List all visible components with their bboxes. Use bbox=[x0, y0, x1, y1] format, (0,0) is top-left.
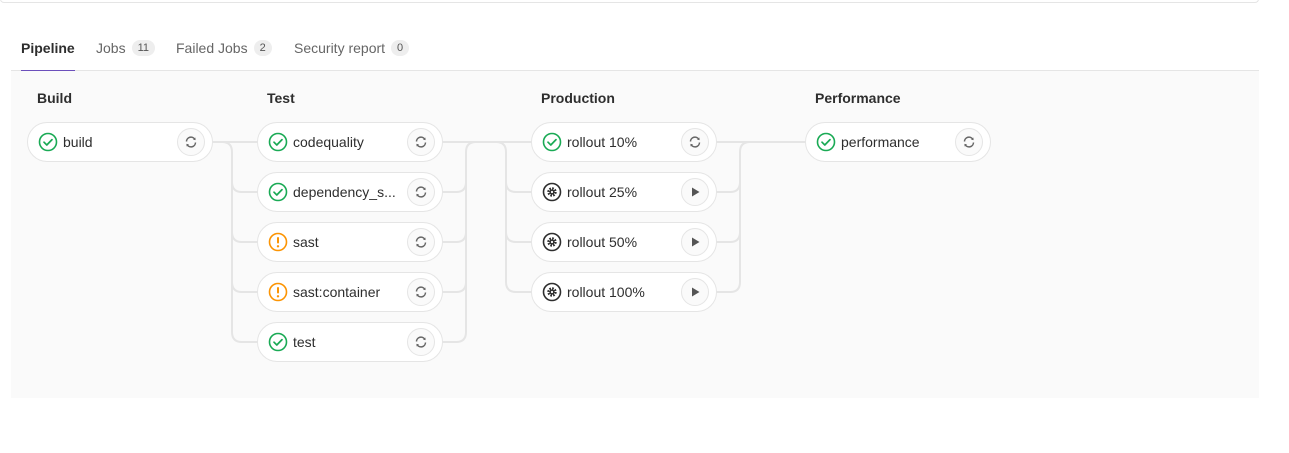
retry-icon bbox=[415, 336, 427, 348]
job-rollout-25[interactable]: rollout 25% bbox=[531, 172, 717, 212]
stage-title-test: Test bbox=[267, 90, 295, 106]
job-name: sast bbox=[293, 234, 319, 250]
job-name: dependency_s... bbox=[293, 184, 396, 200]
job-build[interactable]: build bbox=[27, 122, 213, 162]
tab-label: Security report bbox=[294, 39, 386, 56]
tab-pipeline[interactable]: Pipeline bbox=[21, 24, 75, 72]
retry-icon bbox=[415, 136, 427, 148]
retry-icon bbox=[415, 286, 427, 298]
job-name: performance bbox=[841, 134, 920, 150]
tab-failed-jobs[interactable]: Failed Jobs 2 bbox=[176, 24, 272, 71]
job-name: rollout 50% bbox=[567, 234, 638, 250]
job-name: test bbox=[293, 334, 316, 350]
tab-label: Pipeline bbox=[21, 39, 75, 56]
play-icon bbox=[692, 287, 700, 297]
job-name: codequality bbox=[293, 134, 364, 150]
status-success-icon bbox=[816, 132, 836, 152]
job-rollout-10[interactable]: rollout 10% bbox=[531, 122, 717, 162]
retry-icon bbox=[689, 136, 701, 148]
retry-button[interactable] bbox=[681, 128, 709, 156]
status-success-icon bbox=[542, 132, 562, 152]
retry-button[interactable] bbox=[407, 128, 435, 156]
job-name: rollout 100% bbox=[567, 284, 645, 300]
retry-icon bbox=[185, 136, 197, 148]
retry-button[interactable] bbox=[955, 128, 983, 156]
status-manual-gear-icon bbox=[542, 182, 562, 202]
status-success-icon bbox=[268, 332, 288, 352]
stage-title-build: Build bbox=[37, 90, 72, 106]
tab-label: Jobs bbox=[96, 39, 126, 56]
play-button[interactable] bbox=[681, 178, 709, 206]
pipeline-tabs: Pipeline Jobs 11 Failed Jobs 2 Security … bbox=[11, 24, 1259, 72]
job-rollout-50[interactable]: rollout 50% bbox=[531, 222, 717, 262]
top-panel-edge bbox=[0, 0, 1259, 3]
play-button[interactable] bbox=[681, 228, 709, 256]
play-icon bbox=[692, 187, 700, 197]
status-manual-gear-icon bbox=[542, 282, 562, 302]
count-badge: 11 bbox=[131, 39, 155, 56]
retry-button[interactable] bbox=[407, 228, 435, 256]
job-name: rollout 10% bbox=[567, 134, 638, 150]
retry-button[interactable] bbox=[407, 178, 435, 206]
retry-button[interactable] bbox=[407, 278, 435, 306]
retry-icon bbox=[415, 186, 427, 198]
job-name: build bbox=[63, 134, 93, 150]
retry-button[interactable] bbox=[407, 328, 435, 356]
status-warning-icon bbox=[268, 232, 288, 252]
stage-title-performance: Performance bbox=[815, 90, 901, 106]
status-manual-gear-icon bbox=[542, 232, 562, 252]
job-sast-container[interactable]: sast:container bbox=[257, 272, 443, 312]
retry-button[interactable] bbox=[177, 128, 205, 156]
retry-icon bbox=[963, 136, 975, 148]
tab-security-report[interactable]: Security report 0 bbox=[294, 24, 410, 71]
status-success-icon bbox=[38, 132, 58, 152]
job-dependency-scanning[interactable]: dependency_s... bbox=[257, 172, 443, 212]
tab-jobs[interactable]: Jobs 11 bbox=[96, 24, 155, 71]
job-name: rollout 25% bbox=[567, 184, 638, 200]
retry-icon bbox=[415, 236, 427, 248]
status-success-icon bbox=[268, 182, 288, 202]
job-performance[interactable]: performance bbox=[805, 122, 991, 162]
stage-title-production: Production bbox=[541, 90, 615, 106]
tab-label: Failed Jobs bbox=[176, 39, 248, 56]
job-test[interactable]: test bbox=[257, 322, 443, 362]
job-rollout-100[interactable]: rollout 100% bbox=[531, 272, 717, 312]
status-success-icon bbox=[268, 132, 288, 152]
play-button[interactable] bbox=[681, 278, 709, 306]
count-badge: 0 bbox=[391, 39, 410, 56]
count-badge: 2 bbox=[253, 39, 272, 56]
play-icon bbox=[692, 237, 700, 247]
job-codequality[interactable]: codequality bbox=[257, 122, 443, 162]
job-sast[interactable]: sast bbox=[257, 222, 443, 262]
job-name: sast:container bbox=[293, 284, 381, 300]
status-warning-icon bbox=[268, 282, 288, 302]
